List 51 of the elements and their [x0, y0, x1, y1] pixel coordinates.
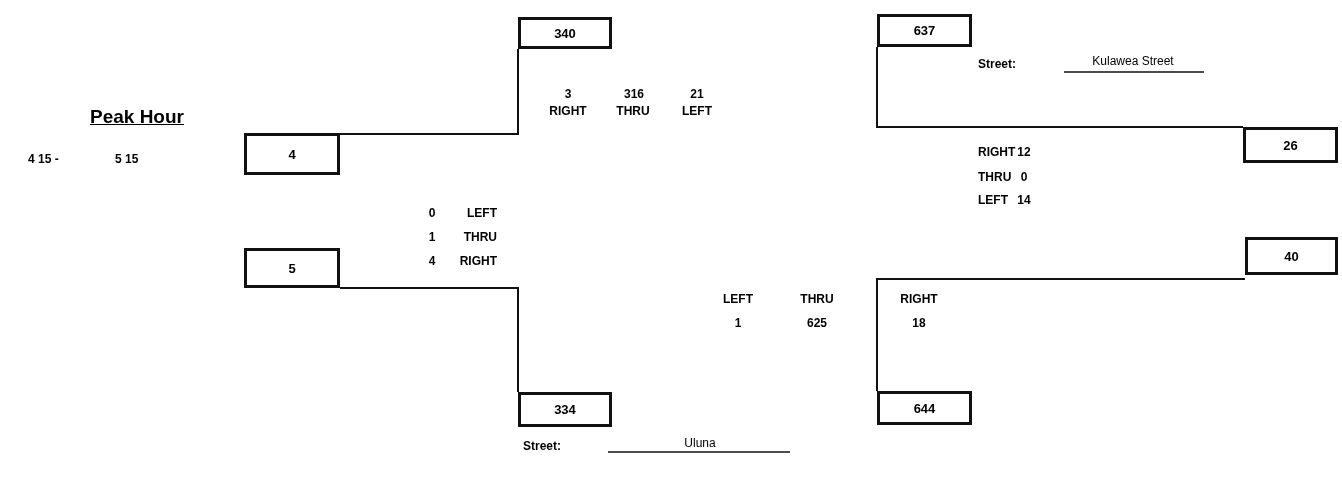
- count-value: 334: [554, 402, 576, 417]
- heading: Peak Hour: [90, 106, 184, 128]
- connector-line: [339, 287, 519, 393]
- street-name: Uluna: [684, 436, 716, 450]
- movement-label: LEFT: [723, 292, 753, 306]
- street-caption: Street:: [978, 57, 1016, 71]
- count-box: [1243, 127, 1338, 163]
- count-box: [518, 17, 612, 49]
- movement-label: RIGHT: [549, 104, 587, 118]
- connector-line: [876, 278, 1246, 392]
- count-box: [1245, 237, 1338, 275]
- movement-label: RIGHT: [459, 254, 497, 268]
- count-box: [244, 248, 340, 288]
- volume-count: 625: [807, 316, 827, 330]
- count-value: 5: [288, 260, 296, 276]
- volume-count: 12: [1017, 145, 1031, 159]
- count-value: 340: [554, 25, 576, 41]
- volume-count: 0: [1020, 170, 1028, 184]
- street-name: Kulawea Street: [1092, 54, 1174, 68]
- connector-line: [339, 48, 519, 135]
- movement-label: RIGHT: [900, 292, 938, 306]
- count-value: 644: [913, 400, 936, 416]
- count-value: 26: [1283, 137, 1298, 153]
- movement-label: LEFT: [682, 104, 712, 118]
- count-value: 637: [913, 23, 936, 38]
- volume-count: 1: [428, 230, 436, 244]
- volume-count: 21: [690, 87, 704, 101]
- movement-label: RIGHT: [978, 145, 1016, 159]
- volume-count: 14: [1017, 193, 1031, 207]
- movement-label: THRU: [978, 170, 1012, 184]
- movement-label: LEFT: [978, 193, 1008, 207]
- movement-label: LEFT: [467, 206, 497, 220]
- movement-label: THRU: [800, 292, 834, 306]
- movement-label: THRU: [616, 104, 650, 118]
- count-box: [877, 391, 972, 425]
- movement-label: THRU: [463, 230, 497, 244]
- count-value: 4: [288, 146, 296, 162]
- count-box: [877, 14, 972, 47]
- count-box: [244, 133, 340, 175]
- connector-line: [876, 46, 1244, 128]
- volume-count: 0: [428, 206, 436, 220]
- volume-count: 18: [912, 316, 926, 330]
- volume-count: 4: [428, 254, 436, 268]
- volume-count: 3: [564, 87, 572, 101]
- street-caption: Street:: [523, 439, 561, 453]
- time-period: 4 15 -: [28, 152, 59, 166]
- count-box: [518, 392, 612, 427]
- count-value: 40: [1284, 248, 1299, 264]
- volume-count: 1: [734, 316, 742, 330]
- time-period: 5 15: [115, 152, 139, 166]
- volume-count: 316: [624, 87, 644, 101]
